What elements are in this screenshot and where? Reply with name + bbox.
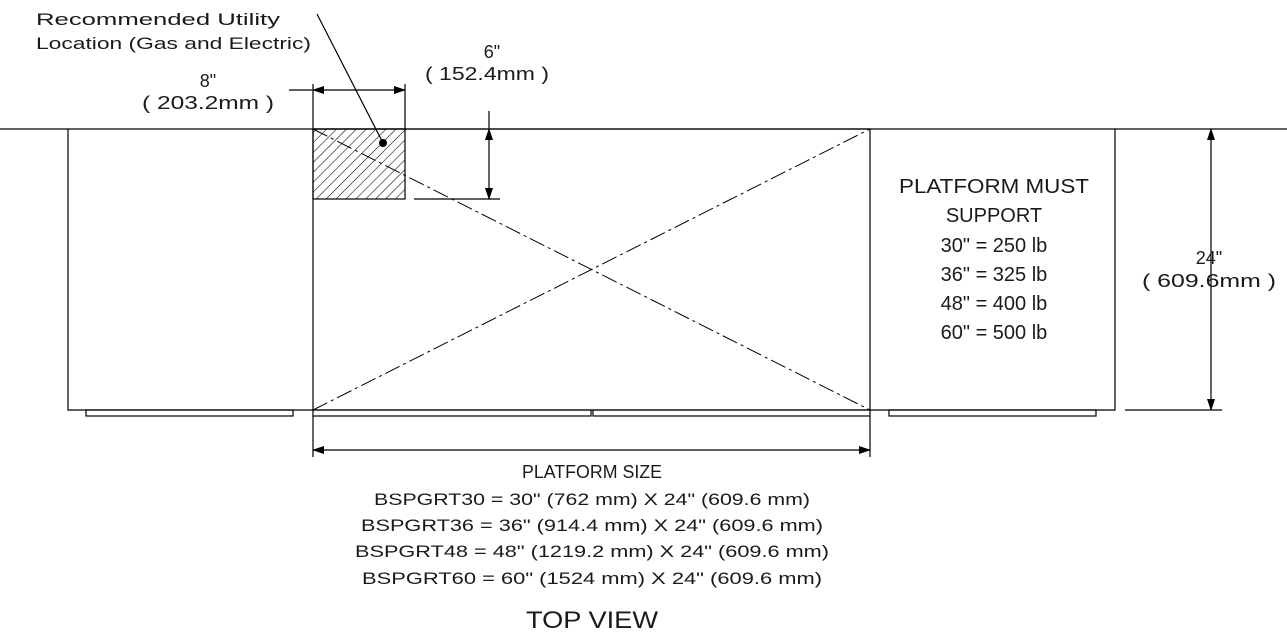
depth-small-mm-label: ( 152.4mm ) — [425, 64, 549, 84]
utility-label-line1: Recommended Utility — [36, 10, 281, 29]
platform-size-model: BSPGRT60 = 60" (1524 mm) X 24" (609.6 mm… — [362, 569, 822, 588]
platform-size-title: PLATFORM SIZE — [522, 462, 662, 482]
support-rating: 60" = 500 lb — [941, 322, 1048, 344]
width-dimension — [289, 84, 406, 129]
utility-leader-line — [316, 13, 384, 144]
support-rating: 30" = 250 lb — [941, 235, 1048, 257]
utility-location-box — [312, 128, 406, 200]
platform-outline — [312, 128, 871, 417]
support-rating: 48" = 400 lb — [941, 293, 1048, 315]
depth-small-dimension — [414, 111, 500, 200]
depth-total-inches-label: 24" — [1196, 248, 1222, 268]
platform-size-model: BSPGRT36 = 36" (914.4 mm) X 24" (609.6 m… — [361, 516, 823, 535]
width-inches-label: 8" — [200, 71, 216, 91]
platform-size-model: BSPGRT30 = 30" (762 mm) X 24" (609.6 mm) — [374, 490, 810, 509]
view-title: TOP VIEW — [526, 607, 658, 634]
platform-size-model: BSPGRT48 = 48" (1219.2 mm) X 24" (609.6 … — [355, 542, 829, 561]
platform-width-dimension — [312, 416, 871, 457]
right-cabinet — [870, 129, 1116, 417]
depth-total-dimension — [1125, 128, 1222, 411]
left-cabinet — [67, 129, 313, 417]
depth-small-inches-label: 6" — [484, 42, 500, 62]
support-title-line1: PLATFORM MUST — [899, 176, 1089, 198]
support-rating: 36" = 325 lb — [941, 264, 1048, 286]
platform-diagonal-2 — [312, 128, 871, 411]
support-title-line2: SUPPORT — [946, 205, 1042, 227]
depth-total-mm-label: ( 609.6mm ) — [1142, 271, 1276, 291]
width-mm-label: ( 203.2mm ) — [142, 93, 274, 113]
utility-label-line2: Location (Gas and Electric) — [36, 34, 311, 53]
